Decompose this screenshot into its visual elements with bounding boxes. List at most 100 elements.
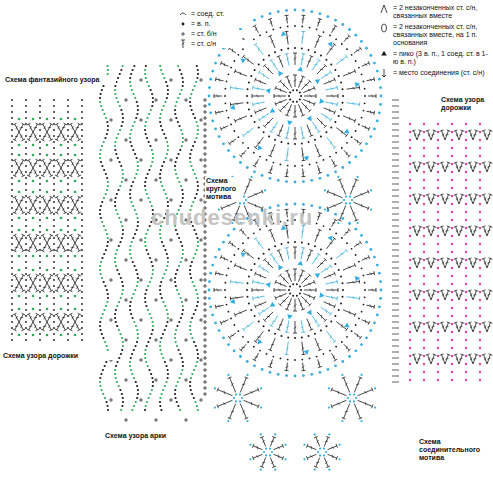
- stitch-line: [255, 305, 257, 309]
- stitch-line: [47, 314, 51, 322]
- chain-dot: [25, 123, 27, 125]
- chain-dot: [81, 171, 83, 173]
- stitch-line: [62, 163, 65, 164]
- stitch-line: [235, 116, 247, 121]
- stitch-line: [274, 290, 286, 291]
- chain-dot: [328, 433, 330, 435]
- chain-dot: [287, 359, 289, 361]
- stitch-line: [19, 235, 23, 243]
- chain-dot: [74, 217, 77, 220]
- chain-dot: [99, 329, 101, 331]
- stitch-line: [365, 320, 367, 323]
- chain-dot: [355, 130, 357, 132]
- stitch-line: [228, 418, 232, 420]
- chain-dot: [53, 297, 55, 299]
- chain-dot: [53, 327, 55, 329]
- chain-dot: [228, 73, 230, 75]
- stitch-line: [362, 257, 369, 260]
- stitch-line: [61, 132, 65, 140]
- chain-dot: [106, 345, 108, 347]
- stitch-line: [294, 57, 297, 59]
- stitch-line: [50, 139, 54, 141]
- chain-dot: [287, 241, 289, 243]
- stitch-line: [355, 220, 359, 222]
- stitch-line: [317, 440, 319, 443]
- stitch-line: [43, 172, 46, 173]
- stitch-line: [15, 124, 19, 132]
- chain-dot: [338, 309, 340, 311]
- chain-dot: [370, 208, 372, 210]
- stitch-line: [271, 461, 273, 464]
- stitch-line: [228, 241, 230, 244]
- stitch-line: [21, 208, 22, 211]
- stitch-line: [307, 56, 312, 67]
- chain-dot: [263, 253, 265, 255]
- chain-dot: [363, 110, 365, 112]
- chain-dot: [324, 208, 326, 210]
- chain-dot: [103, 197, 105, 199]
- chain-dot: [53, 207, 55, 209]
- chain-dot: [211, 264, 214, 267]
- stitch-line: [111, 398, 112, 402]
- stitch-line: [71, 209, 74, 210]
- chain-dot: [39, 297, 41, 299]
- chain-dot: [263, 59, 265, 61]
- chain-dot: [60, 269, 63, 272]
- stitch-line: [316, 94, 317, 98]
- stitch-line: [346, 152, 348, 155]
- stitch-line: [231, 411, 234, 413]
- chain-dot: [294, 241, 296, 243]
- picot-triangle: [327, 41, 332, 47]
- chain-dot: [11, 147, 13, 149]
- stitch-line: [230, 378, 236, 393]
- chain-dot: [246, 166, 249, 169]
- stitch-line: [219, 78, 220, 81]
- stitch-line: [64, 139, 68, 141]
- chain-dot: [242, 142, 244, 144]
- stitch-line: [58, 237, 59, 240]
- chain-dot: [46, 229, 49, 232]
- stitch-line: [223, 403, 226, 405]
- stitch-line: [256, 446, 258, 449]
- stitch-line: [13, 175, 17, 177]
- stitch-line: [324, 258, 327, 261]
- stitch-line: [330, 264, 332, 267]
- chain-dot: [341, 147, 343, 149]
- stitch-line: [302, 18, 305, 20]
- chain-dot: [67, 321, 69, 323]
- stitch-line: [15, 275, 19, 283]
- stitch-line: [257, 281, 258, 284]
- chain-dot: [81, 123, 83, 125]
- chain-dot: [227, 420, 229, 422]
- chain-dot: [32, 154, 35, 157]
- stitch-line: [30, 126, 31, 129]
- stitch-line: [29, 197, 33, 205]
- chain-dot: [25, 135, 27, 137]
- chain-dot: [81, 201, 83, 203]
- stitch-line: [41, 212, 45, 214]
- chain-dot: [274, 333, 276, 335]
- chain-dot: [25, 159, 27, 161]
- chain-dot: [101, 277, 103, 279]
- stitch-line: [49, 286, 50, 289]
- chain-dot: [105, 361, 107, 363]
- stitch-line: [318, 18, 322, 19]
- stitch-line: [63, 246, 64, 249]
- stitch-line: [55, 250, 59, 252]
- stitch-line: [30, 277, 31, 280]
- stitch-line: [361, 204, 363, 207]
- stitch-line: [332, 159, 336, 166]
- stitch-line: [241, 347, 244, 348]
- stitch-line: [48, 163, 51, 164]
- chain-dot: [11, 291, 13, 293]
- stitch-line: [249, 179, 253, 181]
- chain-dot: [294, 9, 297, 12]
- stitch-line: [306, 456, 308, 460]
- stitch-line: [214, 290, 222, 291]
- chain-dot: [18, 295, 21, 298]
- stitch-line: [359, 102, 361, 106]
- stitch-line: [50, 196, 54, 198]
- stitch-line: [57, 172, 60, 173]
- stitch-line: [348, 34, 351, 37]
- stitch-line: [218, 111, 221, 113]
